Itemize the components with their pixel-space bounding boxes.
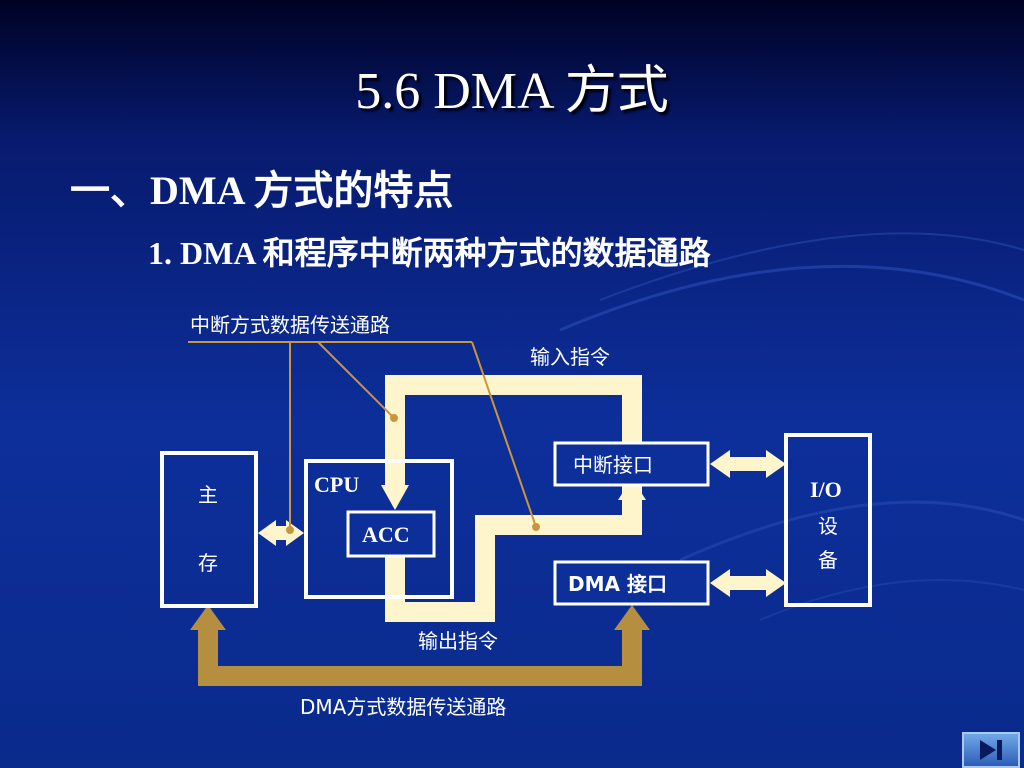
cpu-label: CPU (314, 472, 359, 497)
dma-data-path (198, 630, 642, 686)
main-memory-label-1: 主 (198, 483, 218, 507)
io-device-label-3: 备 (818, 548, 838, 572)
interrupt-io-bus (710, 450, 786, 478)
output-instruction-label: 输出指令 (418, 629, 498, 653)
callout-dot-memory-bus (286, 526, 294, 534)
interrupt-interface-label: 中断接口 (573, 453, 653, 477)
io-device-label-2: 设 (818, 514, 838, 538)
callout-dot-input-path (390, 414, 398, 422)
interrupt-interface-box (553, 441, 710, 487)
page-title: 5.6 DMA 方式 (355, 63, 669, 120)
dma-interface-box (553, 560, 710, 606)
acc-box (346, 510, 436, 558)
cpu-box (304, 459, 454, 599)
dma-interface-label: DMA 接口 (568, 572, 667, 596)
io-device-label-1: I/O (810, 477, 842, 502)
io-device-box (784, 433, 872, 607)
dma-path-label: DMA方式数据传送通路 (300, 695, 506, 719)
main-memory-label-2: 存 (198, 551, 218, 575)
next-slide-button[interactable] (962, 732, 1020, 768)
memory-dma-arrow (190, 605, 226, 630)
acc-input-arrow (381, 485, 409, 510)
memory-cpu-bus (258, 520, 304, 546)
next-slide-icon (980, 740, 1002, 760)
interrupt-interface-arrow (618, 478, 646, 500)
input-instruction-label: 输入指令 (530, 345, 610, 369)
dma-interface-arrow (614, 605, 650, 630)
interrupt-path-callout (188, 341, 537, 530)
main-memory-box (160, 451, 258, 608)
acc-label: ACC (362, 522, 410, 547)
dma-io-bus (710, 569, 786, 597)
subsection-heading: 1. DMA 和程序中断两种方式的数据通路 (148, 235, 711, 271)
section-heading: 一、DMA 方式的特点 (70, 168, 454, 213)
interrupt-path-label: 中断方式数据传送通路 (190, 313, 390, 337)
callout-dot-output-path (532, 523, 540, 531)
